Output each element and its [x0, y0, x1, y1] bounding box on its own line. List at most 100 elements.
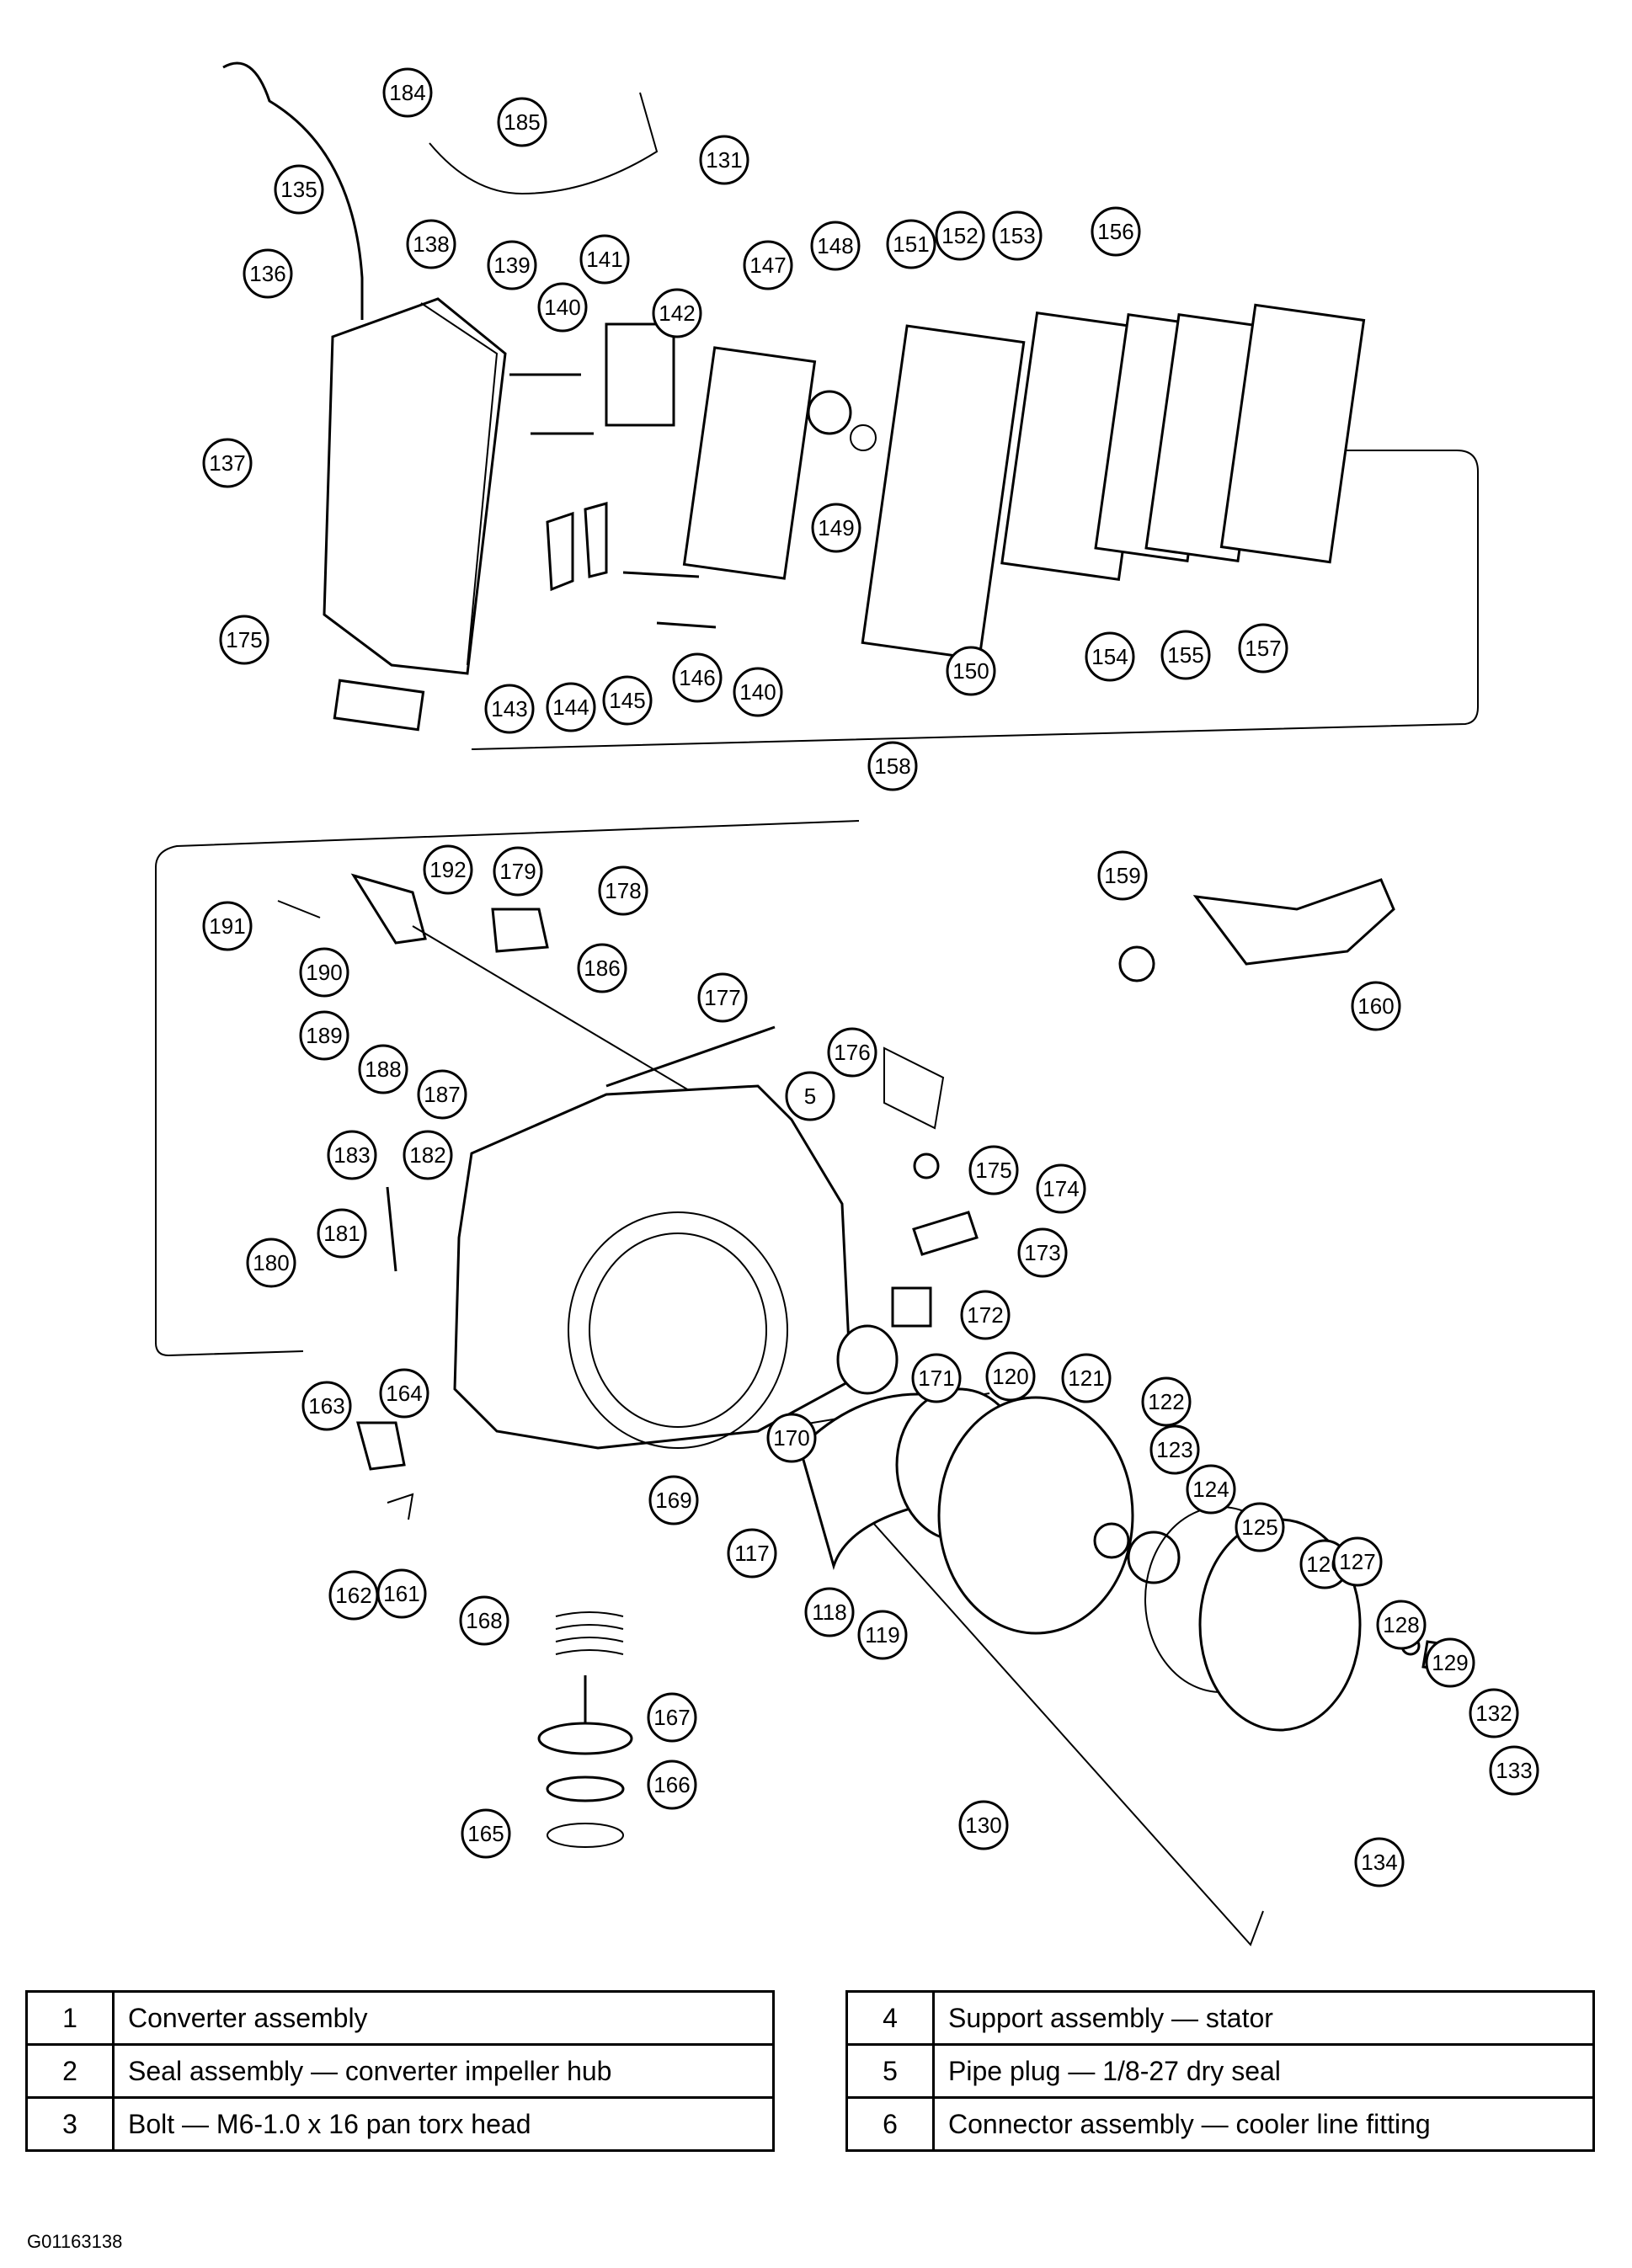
callout-147: 147 — [743, 240, 793, 290]
callout-circle — [537, 282, 588, 333]
callout-circle — [219, 615, 269, 665]
dipstick-tube — [222, 61, 364, 320]
callout-label: 186 — [584, 956, 620, 981]
callout-circle — [1160, 630, 1211, 680]
callout-label: 125 — [1241, 1515, 1277, 1540]
callout-label: 183 — [333, 1142, 370, 1168]
callout-175: 175 — [968, 1145, 1019, 1195]
callout-circle — [766, 1413, 817, 1463]
callout-129: 129 — [1425, 1637, 1475, 1688]
filter-160 — [1192, 878, 1395, 966]
callout-158: 158 — [867, 741, 918, 791]
callout-151: 151 — [886, 219, 936, 269]
detent-spring — [277, 900, 321, 918]
plate-144 — [546, 511, 574, 592]
callout-circle — [1489, 1745, 1539, 1796]
callout-label: 121 — [1068, 1366, 1104, 1391]
solenoid-body — [605, 322, 675, 427]
callout-label: 141 — [586, 247, 622, 272]
callout-circle — [985, 1351, 1036, 1402]
callout-146: 146 — [672, 652, 723, 703]
callout-label: 138 — [413, 232, 449, 257]
callout-circle — [672, 652, 723, 703]
plate-145 — [584, 502, 608, 578]
callout-171: 171 — [911, 1353, 962, 1403]
callout-138: 138 — [406, 219, 456, 269]
accumulator — [807, 390, 852, 435]
case-bore — [568, 1211, 788, 1449]
callout-circle — [1354, 1837, 1405, 1887]
callout-circle — [935, 210, 985, 261]
snap-ring-165 — [547, 1823, 624, 1848]
callout-circle — [246, 1238, 296, 1288]
piston-167 — [537, 1722, 633, 1755]
callout-circle — [992, 210, 1043, 261]
callout-label: 143 — [491, 696, 527, 721]
legend-number: 1 — [25, 1990, 115, 2046]
callout-circle — [274, 164, 324, 215]
callout-circle — [785, 1071, 835, 1121]
callout-label: 135 — [280, 177, 317, 202]
callout-label: 170 — [773, 1425, 809, 1451]
legend-number: 2 — [25, 2043, 115, 2099]
callout-153: 153 — [992, 210, 1043, 261]
callout-134: 134 — [1354, 1837, 1405, 1887]
callout-circle — [857, 1610, 908, 1660]
callout-label: 152 — [941, 223, 978, 248]
callout-label: 136 — [249, 261, 285, 286]
main-case-group-bracket — [155, 820, 860, 1357]
callout-circle — [1091, 206, 1141, 257]
gear-124 — [1093, 1522, 1130, 1559]
callout-145: 145 — [602, 675, 653, 726]
callout-label: 164 — [386, 1381, 422, 1406]
callout-circle — [946, 646, 996, 696]
callout-180: 180 — [246, 1238, 296, 1288]
callout-149: 149 — [811, 503, 861, 553]
callout-label: 140 — [544, 295, 580, 320]
callout-circle — [827, 1027, 877, 1078]
callout-circle — [1351, 981, 1401, 1031]
callout-circle — [1149, 1424, 1200, 1475]
callout-131: 131 — [699, 135, 749, 185]
callout-circle — [406, 219, 456, 269]
callout-label: 182 — [409, 1142, 445, 1168]
legend-description: Connector assembly — cooler line fitting — [932, 2096, 1595, 2152]
callout-circle — [493, 846, 543, 897]
callout-label: 188 — [365, 1057, 401, 1082]
manual-shaft — [412, 925, 725, 1112]
callout-168: 168 — [459, 1595, 509, 1646]
callout-circle — [1238, 623, 1288, 673]
callout-137: 137 — [202, 438, 253, 488]
transmission-pan — [323, 297, 507, 675]
callout-143: 143 — [484, 684, 535, 734]
callout-label: 142 — [659, 301, 695, 326]
callout-144: 144 — [546, 682, 596, 732]
callout-circle — [579, 234, 630, 285]
callout-circle — [423, 844, 473, 895]
callout-label: 157 — [1245, 636, 1281, 661]
callout-167: 167 — [647, 1692, 697, 1743]
callout-184: 184 — [382, 67, 433, 118]
clip-161 — [387, 1493, 414, 1520]
callout-label: 147 — [749, 253, 786, 278]
callout-179: 179 — [493, 846, 543, 897]
callout-label: 162 — [335, 1583, 371, 1608]
legend-description: Support assembly — stator — [932, 1990, 1595, 2046]
callout-169: 169 — [648, 1475, 699, 1525]
callout-circle — [647, 1692, 697, 1743]
callout-128: 128 — [1376, 1600, 1427, 1650]
callout-label: 175 — [226, 627, 262, 652]
callout-label: 191 — [209, 913, 245, 939]
valve-body-group-bracket — [471, 450, 1479, 750]
callout-label: 148 — [817, 233, 853, 258]
callout-176: 176 — [827, 1027, 877, 1078]
callout-circle — [379, 1368, 429, 1419]
callout-187: 187 — [417, 1069, 467, 1120]
callout-circle — [577, 943, 627, 993]
rod-177 — [605, 1025, 776, 1088]
callout-161: 161 — [376, 1568, 427, 1619]
